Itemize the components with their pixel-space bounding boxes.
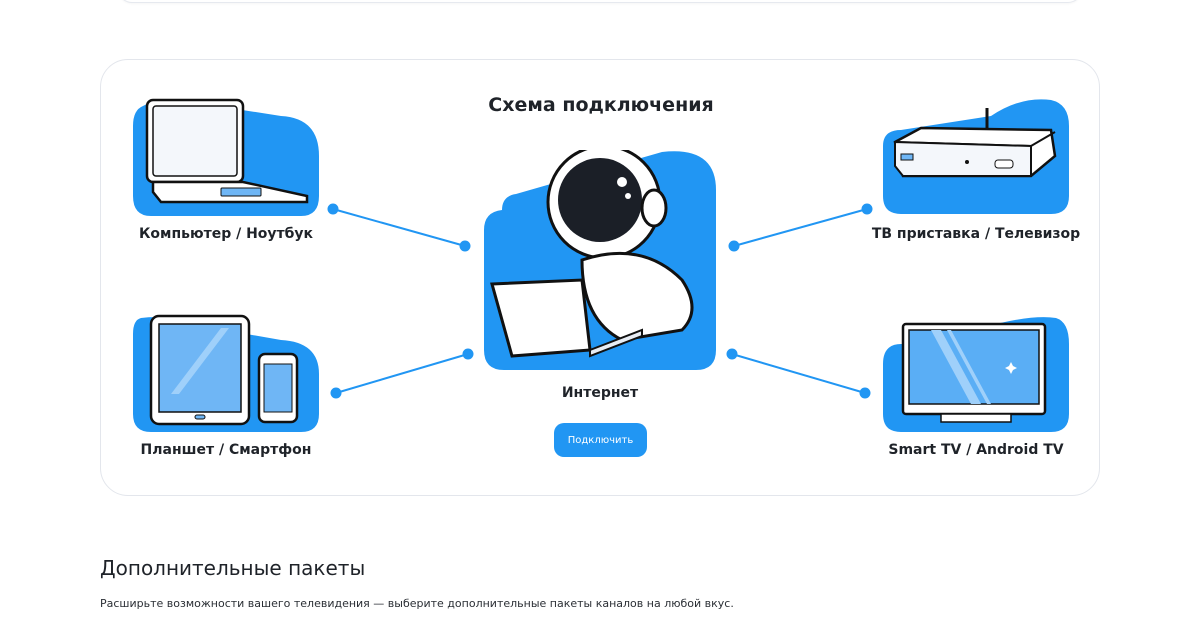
packages-description: Расширьте возможности вашего телевидения…	[100, 597, 734, 610]
scheme-title: Схема подключения	[488, 94, 714, 116]
smart-tv-icon	[883, 317, 1069, 432]
packages-heading: Дополнительные пакеты	[100, 556, 366, 580]
tablet-phone-icon	[133, 314, 319, 432]
connection-scheme-card: Схема подключения Компьютер / Ноутбук Пл…	[100, 59, 1100, 496]
line-settop	[733, 208, 868, 247]
line-smarttv	[731, 353, 866, 394]
connection-lines	[327, 203, 873, 399]
astronaut-internet-icon	[484, 150, 716, 370]
device-label-tablet: Планшет / Смартфон	[140, 442, 312, 458]
center-label-internet: Интернет	[561, 385, 639, 401]
set-top-box-icon	[883, 99, 1069, 214]
device-label-smarttv: Smart TV / Android TV	[888, 442, 1064, 458]
line-computer	[332, 208, 466, 247]
laptop-icon	[133, 98, 319, 216]
device-label-computer: Компьютер / Ноутбук	[138, 226, 314, 242]
device-label-settop: ТВ приставка / Телевизор	[871, 226, 1081, 242]
connect-button[interactable]: Подключить	[554, 423, 647, 457]
line-tablet	[335, 353, 469, 394]
previous-card	[118, 0, 1082, 3]
